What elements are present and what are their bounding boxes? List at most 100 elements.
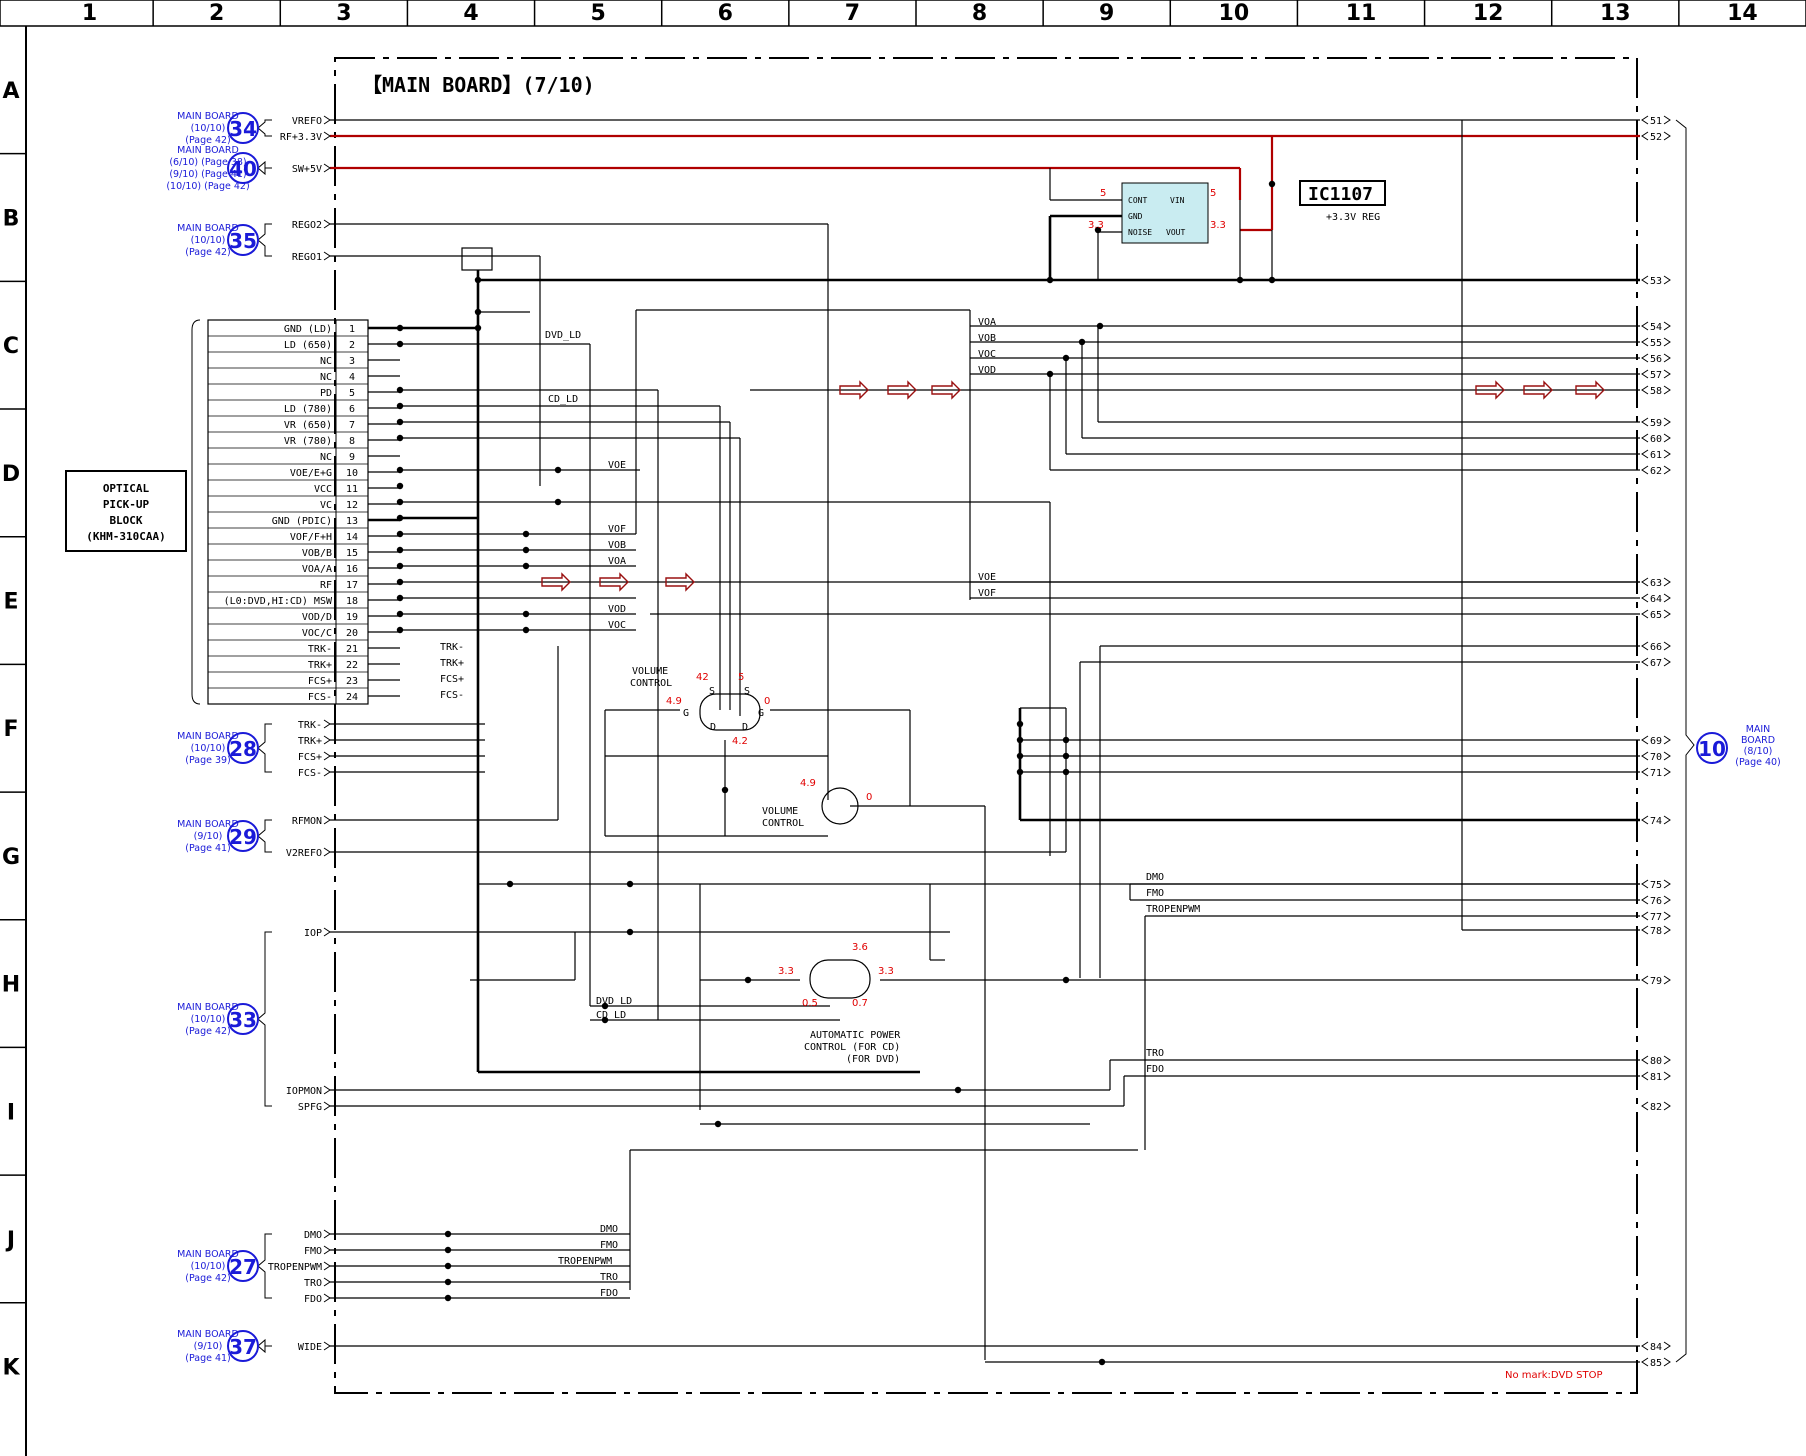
pin-name: VR (650)	[284, 420, 332, 431]
apc-label: AUTOMATIC POWER	[810, 1030, 901, 1041]
board-ref-text: MAIN BOARD	[177, 1329, 239, 1340]
volume-control-label-2: CONTROL	[762, 818, 804, 829]
pickup-label-line: (KHM-310CAA)	[86, 530, 165, 543]
ic-voltage: 3.3	[1088, 220, 1104, 231]
pin-tail-label: FCS-	[440, 690, 464, 701]
net-label: VOF	[978, 588, 996, 599]
board-ref-text: (Page 40)	[1735, 757, 1781, 768]
grid-row-label: J	[5, 1228, 15, 1253]
grid-row-label: E	[3, 590, 18, 615]
right-pin-number: 82	[1650, 1102, 1662, 1113]
pin-number: 1	[349, 324, 355, 335]
grid-row-label: G	[2, 845, 20, 870]
signal-label: SPFG	[298, 1102, 322, 1113]
grid-col-label: 6	[718, 1, 733, 26]
pickup-label-line: PICK-UP	[103, 498, 150, 511]
apc-label: CONTROL (FOR CD)	[804, 1042, 900, 1053]
grid-row-label: B	[3, 207, 20, 232]
pin-number: 19	[346, 612, 358, 623]
pin-name: PD	[320, 388, 332, 399]
pin-name: NC	[320, 356, 332, 367]
pin-name: VOB/B	[302, 548, 332, 559]
grid-col-label: 12	[1473, 1, 1504, 26]
pin-number: 7	[349, 420, 355, 431]
right-pin-number: 53	[1650, 276, 1662, 287]
right-pin-number: 69	[1650, 736, 1662, 747]
pin-number: 11	[346, 484, 358, 495]
pin-number: 5	[349, 388, 355, 399]
board-ref-text: (10/10)	[191, 743, 226, 754]
voltage: 0	[866, 792, 872, 803]
net-label: VOE	[608, 460, 626, 471]
signal-label: TRK-	[298, 720, 322, 731]
pin-name: (L0:DVD,HI:CD) MSW	[224, 596, 333, 607]
signal-label: TRK+	[298, 736, 322, 747]
board-outline	[334, 57, 1638, 1394]
apc-transistor	[809, 959, 871, 999]
pin-number: 10	[346, 468, 358, 479]
ic-voltage: 5	[1210, 188, 1216, 199]
pin-tail-label: TRK+	[440, 658, 464, 669]
board-ref-text: (Page 42)	[185, 247, 231, 258]
net-label: VOC	[978, 349, 996, 360]
grid-row-label: I	[7, 1100, 15, 1125]
board-ref-text: (8/10)	[1744, 746, 1773, 757]
right-pin-number: 55	[1650, 338, 1662, 349]
pin-number: 2	[349, 340, 355, 351]
board-ref-number: 28	[229, 737, 257, 761]
grid-row-label: D	[2, 462, 20, 487]
net-label: TRO	[1146, 1048, 1164, 1059]
junction-dots	[396, 180, 1276, 1366]
volume-control-transistor-1: VOLUME	[632, 666, 761, 731]
net-label: FMO	[600, 1240, 618, 1251]
ic1107: IC1107 +3.3V REG CONT GND NOISE VIN VOUT	[1121, 180, 1386, 244]
signal-label: FCS+	[298, 752, 322, 763]
right-pin-number: 64	[1650, 594, 1662, 605]
board-ref-text: (Page 41)	[185, 843, 231, 854]
net-label: DVD_LD	[545, 330, 581, 341]
pin-name: VR (780)	[284, 436, 332, 447]
net-labels: VOAVOBVOCVODVOEVOFDVD_LDCD_LDVOEVOFVOBVO…	[545, 317, 1200, 1299]
net-label: DVD_LD	[596, 996, 632, 1007]
net-label: VOB	[608, 540, 626, 551]
voltage: 0.7	[852, 998, 868, 1009]
grid-col-label: 9	[1099, 1, 1114, 26]
board-ref-text: (9/10)	[194, 831, 223, 842]
voltage: 3.6	[852, 942, 868, 953]
pin-name: FCS-	[308, 692, 332, 703]
pin-name: VOA/A	[302, 564, 332, 575]
signal-label: RFMON	[292, 816, 322, 827]
pin-number: 6	[349, 404, 355, 415]
net-label: CD_LD	[596, 1010, 626, 1021]
board-ref-text: MAIN BOARD	[177, 223, 239, 234]
net-label: VOB	[978, 333, 996, 344]
wiring	[330, 119, 1640, 1363]
ic-voltage: 5	[1100, 188, 1106, 199]
signal-label: REGO2	[292, 220, 322, 231]
pin-number: 8	[349, 436, 355, 447]
right-pin-number: 71	[1650, 768, 1662, 779]
pickup-label-box: OPTICAL PICK-UP BLOCK (KHM-310CAA)	[65, 470, 187, 552]
grid-row-label: C	[3, 334, 19, 359]
signal-label: TRO	[304, 1278, 322, 1289]
pin-name: VOD/D	[302, 612, 332, 623]
right-pin-number: 63	[1650, 578, 1662, 589]
right-pin-number: 58	[1650, 386, 1662, 397]
pin-name: VCC	[314, 484, 332, 495]
right-pin-number: 75	[1650, 880, 1662, 891]
signal-label: WIDE	[298, 1342, 322, 1353]
pickup-label-line: BLOCK	[109, 514, 142, 527]
volume-control-transistor-2	[821, 787, 859, 825]
net-label: FDO	[1146, 1064, 1164, 1075]
right-pin-number: 65	[1650, 610, 1662, 621]
net-label: TRO	[600, 1272, 618, 1283]
pin-name: GND (LD)	[284, 324, 332, 335]
right-pin-number: 84	[1650, 1342, 1662, 1353]
pin-number: 23	[346, 676, 358, 687]
right-pin-number: 81	[1650, 1072, 1662, 1083]
right-pin-number: 78	[1650, 926, 1662, 937]
pin-number: 16	[346, 564, 358, 575]
board-ref-text: MAIN BOARD	[177, 1249, 239, 1260]
